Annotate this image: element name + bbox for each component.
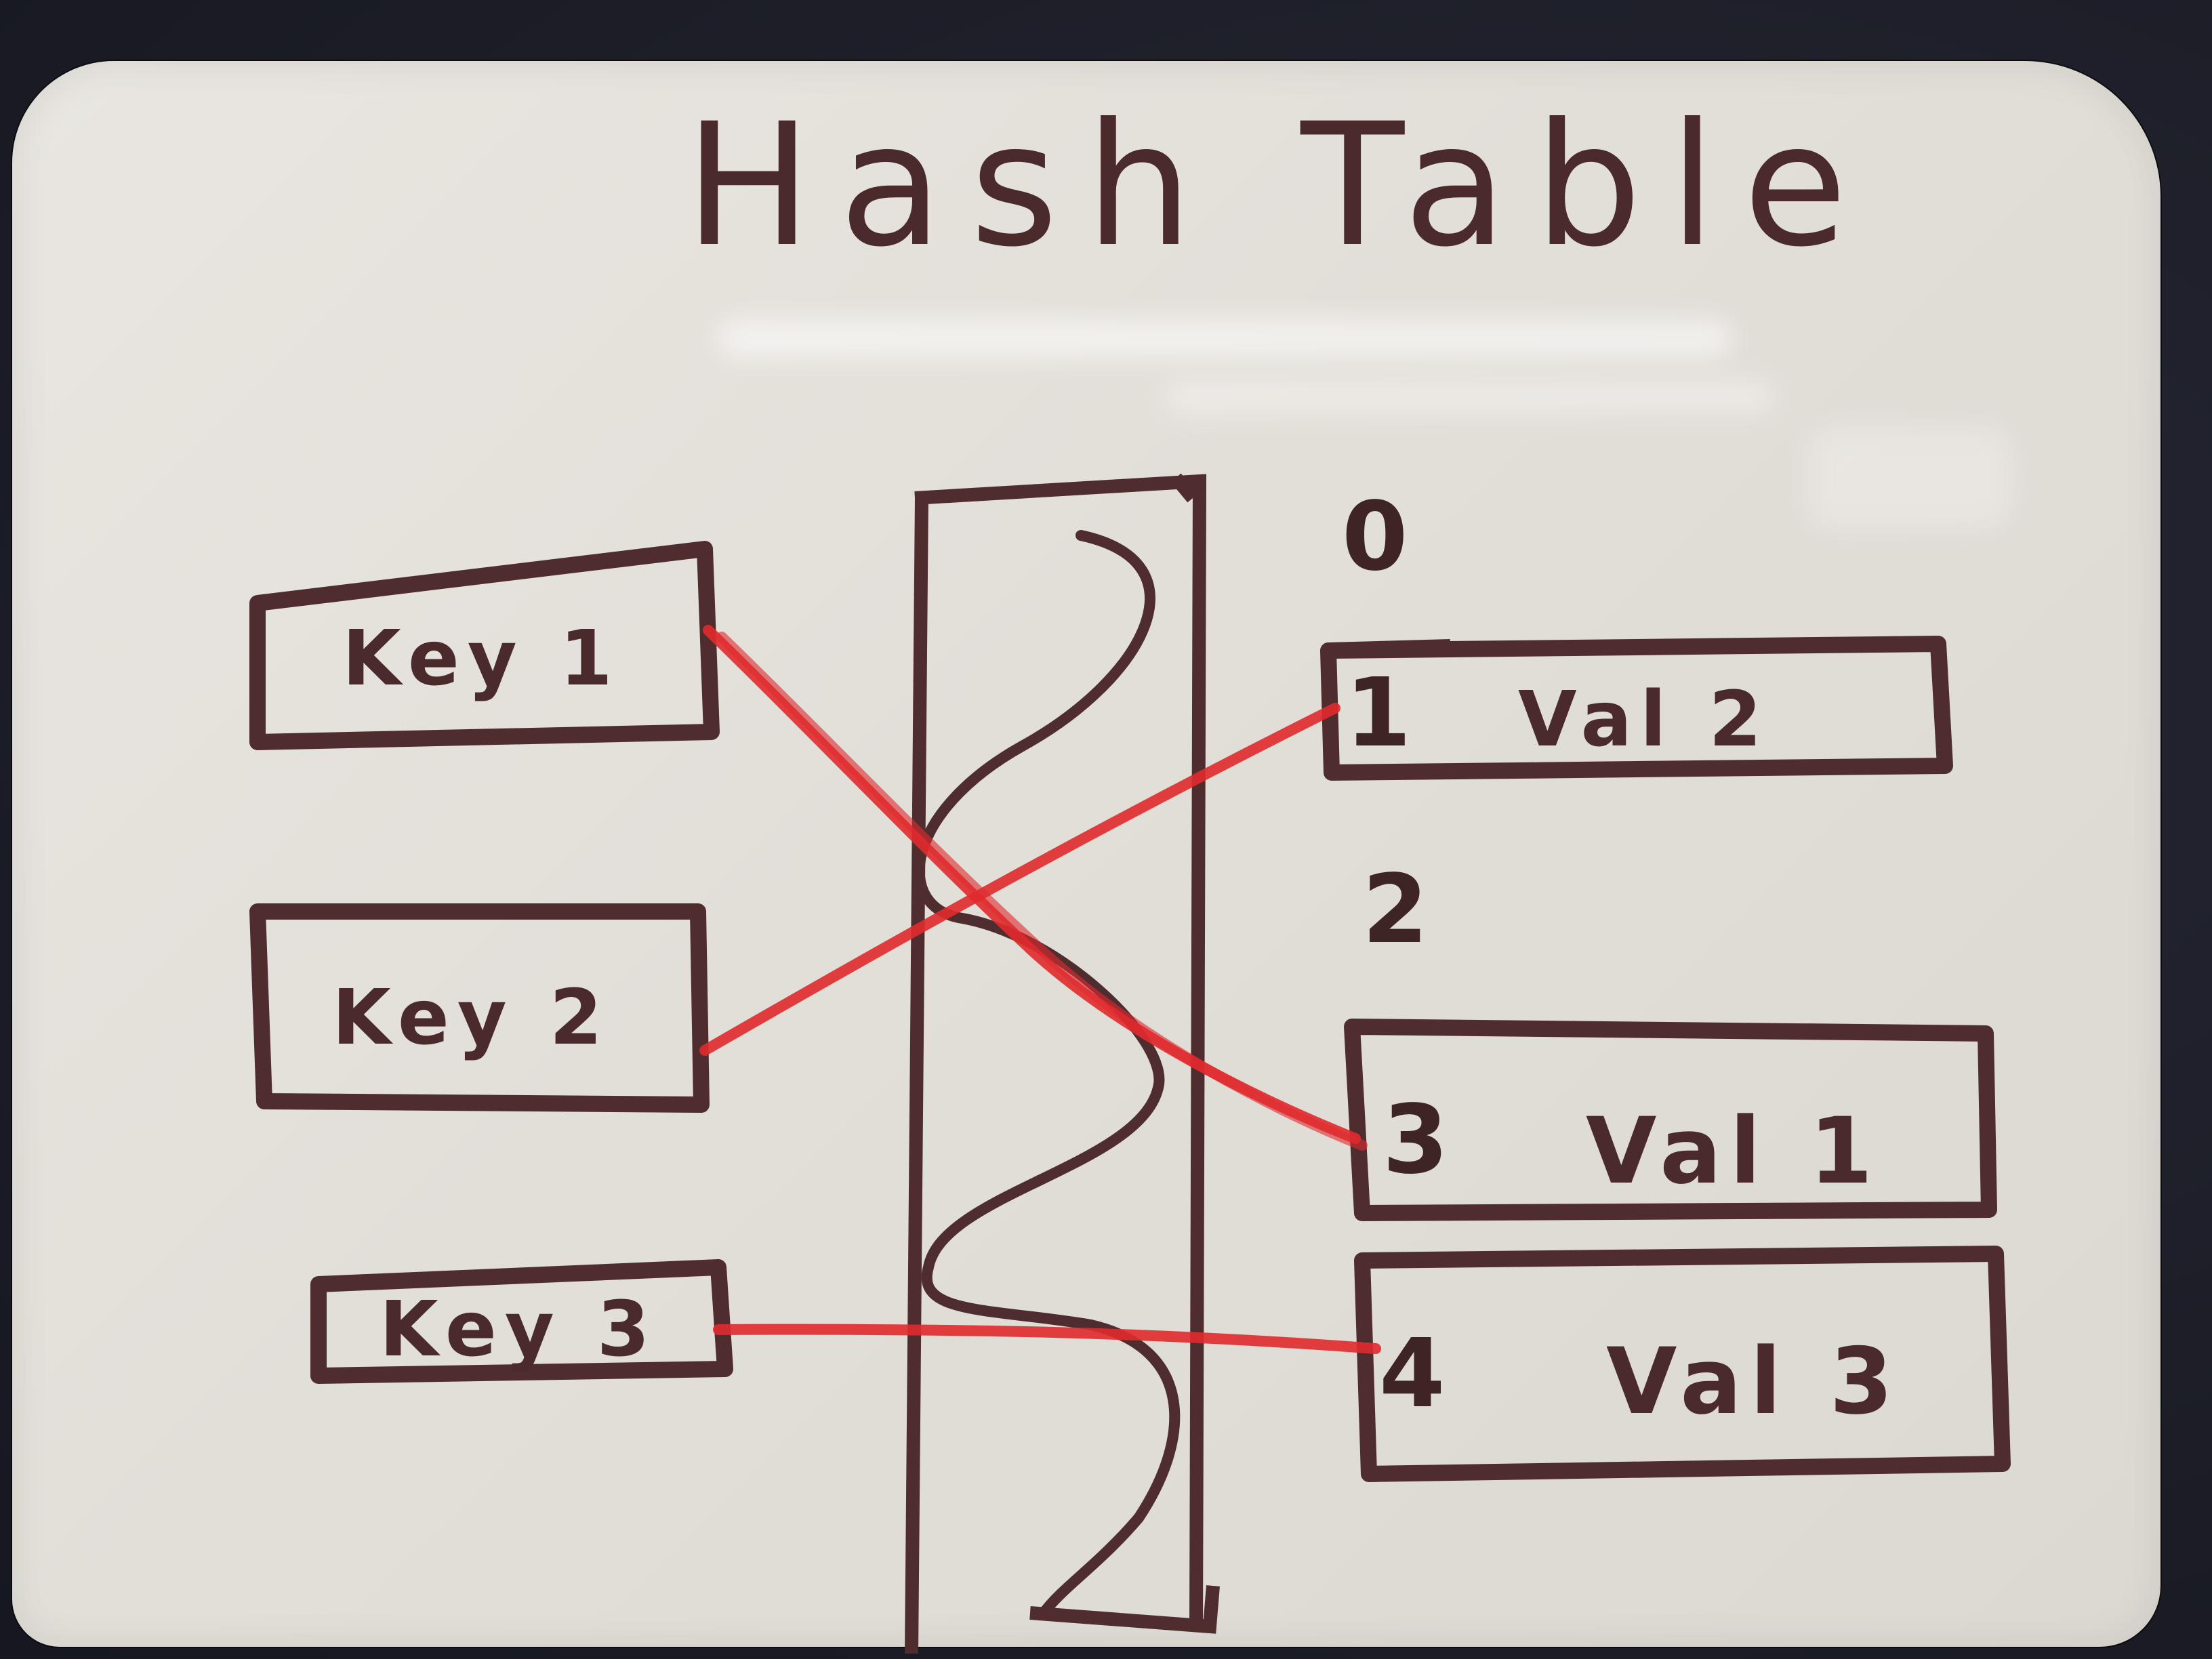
key-box-3: Key 3	[310, 1259, 733, 1384]
mapping-key1-to-index3	[716, 632, 1368, 1151]
mapping-key1-to-index3	[703, 625, 1361, 1144]
mapping-key3-to-index4	[713, 1324, 1381, 1354]
value-box-4: Val 3	[1354, 1246, 2011, 1482]
value-label-4: Val 3	[1606, 1328, 1901, 1435]
key-label-3: Key 3	[380, 1286, 658, 1374]
index-1: 1	[1345, 658, 1411, 769]
bucket-array	[905, 473, 1220, 1654]
box-stroke	[1328, 639, 1451, 659]
hash-function-curve	[914, 530, 1181, 1618]
key-box-1: Key 1	[249, 541, 720, 750]
value-label-3: Val 1	[1586, 1098, 1881, 1204]
glare	[1164, 380, 1774, 413]
key-label-1: Key 1	[342, 615, 621, 703]
index-2: 2	[1362, 855, 1428, 965]
value-box-1: Val 2	[1320, 636, 1953, 781]
value-box-3: Val 1	[1344, 1019, 1997, 1221]
glare	[1808, 427, 2011, 529]
value-label-1: Val 2	[1518, 676, 1769, 764]
key-box-2: Key 2	[249, 903, 710, 1113]
mapping-key2-to-index1	[699, 703, 1340, 1056]
diagram-title: Hash Table	[684, 87, 1875, 284]
index-4: 4	[1379, 1319, 1445, 1429]
glare	[717, 319, 1734, 359]
index-0: 0	[1342, 482, 1408, 592]
index-3: 3	[1382, 1085, 1448, 1195]
column-corner	[1170, 473, 1198, 503]
key-label-2: Key 2	[332, 974, 611, 1062]
